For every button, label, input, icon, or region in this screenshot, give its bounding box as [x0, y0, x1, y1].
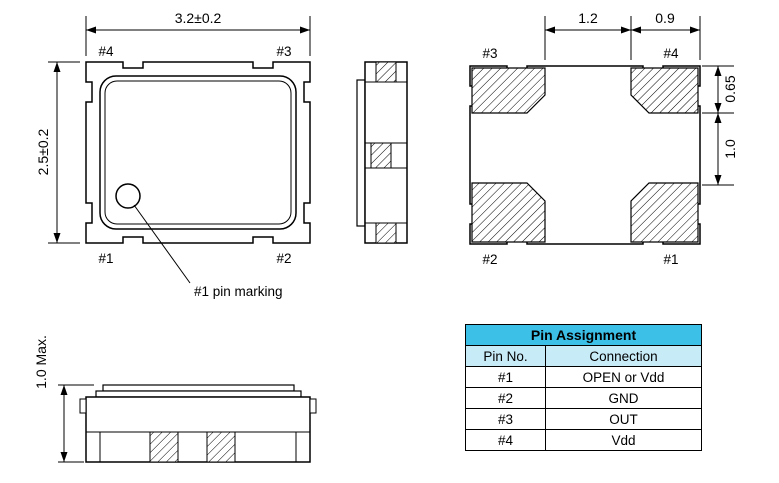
top-view-pin4-label: #4	[98, 44, 114, 59]
dim-height-label: 2.5±0.2	[35, 128, 51, 175]
bottom-view-pin1-label: #1	[663, 252, 678, 267]
dim-width-label: 3.2±0.2	[175, 10, 222, 26]
pad-pin1	[630, 182, 699, 243]
dim-pad-gap-label: 1.2	[578, 10, 598, 26]
profile-terminal-hatch-right	[206, 431, 236, 463]
connection-column-header: Connection	[545, 345, 702, 367]
top-view-height-dimension: 2.5±0.2	[35, 61, 80, 244]
lid-seal-outline	[99, 75, 297, 230]
profile-terminal-hatch-left	[149, 431, 179, 463]
dim-max-height-label: 1.0 Max.	[33, 335, 49, 389]
bottom-view-pin2-label: #2	[482, 252, 497, 267]
pin-table-title-row: Pin Assignment	[465, 324, 702, 346]
pin-assignment-table: Pin Assignment Pin No. Connection #1 OPE…	[465, 324, 702, 451]
bottom-view-pin4-label: #4	[663, 46, 679, 61]
side-view-flange	[356, 79, 366, 227]
pad-pin4	[630, 67, 699, 114]
pad-pin3	[471, 67, 546, 114]
pin1-marking-leader-line	[133, 204, 191, 284]
dim-pad-spacing-label: 1.0	[722, 139, 738, 159]
connection-cell: Vdd	[545, 429, 702, 451]
pad-pin2	[471, 182, 546, 243]
profile-side-terminal-left	[79, 398, 87, 414]
side-view-terminal-hatch-top	[375, 61, 397, 83]
bottom-view-top-dimensions: 1.2 0.9	[544, 10, 701, 60]
dim-pad-width-label: 0.9	[655, 10, 675, 26]
pin-no-cell: #2	[465, 387, 546, 409]
side-view-terminal-hatch-bottom	[375, 222, 397, 244]
pin1-marking-dot	[115, 183, 141, 209]
dim-pad-height-label: 0.65	[722, 75, 738, 102]
connection-cell: OUT	[545, 408, 702, 430]
pin1-marking-label: #1 pin marking	[194, 284, 283, 299]
table-row: #1 OPEN or Vdd	[465, 366, 702, 388]
top-view-pin2-label: #2	[276, 251, 291, 266]
profile-lid-top	[102, 384, 295, 392]
bottom-view-right-dimensions: 0.65 1.0	[702, 65, 738, 186]
side-view-terminal-hatch-middle	[370, 142, 392, 169]
profile-side-terminal-right	[309, 398, 317, 414]
table-row: #4 Vdd	[465, 429, 702, 451]
pin-no-cell: #1	[465, 366, 546, 388]
connection-cell: GND	[545, 387, 702, 409]
pin-no-cell: #4	[465, 429, 546, 451]
profile-view: 1.0 Max.	[33, 335, 317, 463]
pin-table-header-row: Pin No. Connection	[465, 345, 702, 367]
bottom-view-pin3-label: #3	[482, 46, 497, 61]
profile-height-dimension: 1.0 Max.	[33, 335, 94, 463]
pin-table-title: Pin Assignment	[465, 324, 702, 346]
profile-lid-flange	[95, 390, 302, 398]
top-view-body-outline	[85, 61, 311, 244]
top-view: 3.2±0.2 2.5±0.2 #1 pin marking #4 #3 #1 …	[35, 10, 311, 299]
top-view-pin1-label: #1	[98, 251, 113, 266]
table-row: #2 GND	[465, 387, 702, 409]
side-view	[356, 61, 408, 244]
profile-body	[85, 396, 311, 463]
lid-inner-outline	[104, 80, 292, 225]
pin-no-column-header: Pin No.	[465, 345, 546, 367]
table-row: #3 OUT	[465, 408, 702, 430]
pin-no-cell: #3	[465, 408, 546, 430]
connection-cell: OPEN or Vdd	[545, 366, 702, 388]
top-view-width-dimension: 3.2±0.2	[85, 10, 311, 56]
top-view-pin3-label: #3	[276, 44, 291, 59]
bottom-view: 1.2 0.9 0.65 1.0 #3 #4 #2 #1	[469, 10, 738, 267]
